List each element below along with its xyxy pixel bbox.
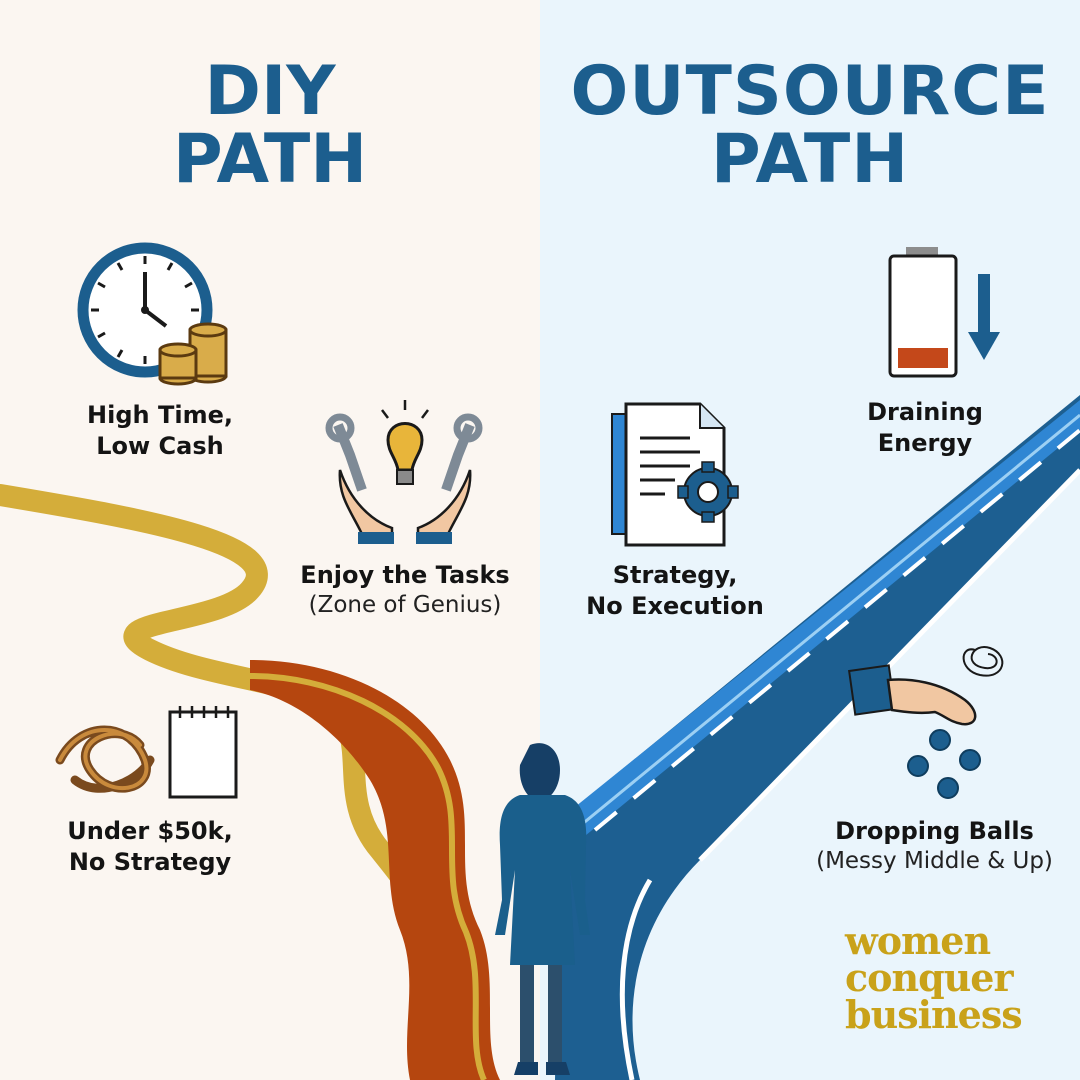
logo-line: business [845,992,1023,1038]
outsource-heading-line2: PATH [710,120,910,199]
label-line: Low Cash [96,431,224,460]
women-conquer-business-logo: women conquer business [845,918,1065,1038]
clock-coins-icon [77,242,228,386]
label-line: No Strategy [68,847,232,876]
label-subtext: (Zone of Genius) [308,591,502,618]
label-line: High Time, [87,401,233,429]
hand-dropping-balls-icon [848,646,1004,799]
label-line: Under $50k, [67,817,233,845]
draining-energy-label: Draining Energy [830,397,1020,458]
hands-wrenches-lightbulb-icon [325,400,483,544]
highway [555,395,1080,1080]
diy-heading-line1: DIY [204,52,336,131]
strategy-no-execution-label: Strategy, No Execution [565,560,785,621]
outsource-path-heading: OUTSOURCE PATH [560,58,1060,194]
logo-line: conquer [845,955,1014,1001]
label-line: Dropping Balls [835,817,1034,845]
label-subtext: (Messy Middle & Up) [816,847,1053,874]
outsource-heading-line1: OUTSOURCE [570,52,1050,131]
label-line: Energy [877,428,973,457]
diy-heading-line2: PATH [172,120,368,199]
label-line: Draining [867,398,983,426]
low-battery-icon [888,247,1000,378]
dropping-balls-label: Dropping Balls (Messy Middle & Up) [792,816,1077,876]
label-line: Strategy, [612,561,738,589]
under-50k-no-strategy-label: Under $50k, No Strategy [40,816,260,877]
label-line: Enjoy the Tasks [300,561,510,589]
winding-path [0,484,500,1080]
label-line: No Execution [586,591,764,620]
tangled-knot-notepad-icon [55,706,238,799]
logo-line: women [845,918,991,963]
diy-path-heading: DIY PATH [150,58,390,194]
document-gear-icon [611,402,739,547]
woman-figure [495,743,590,1075]
enjoy-the-tasks-label: Enjoy the Tasks (Zone of Genius) [285,560,525,620]
high-time-low-cash-label: High Time, Low Cash [50,400,270,461]
